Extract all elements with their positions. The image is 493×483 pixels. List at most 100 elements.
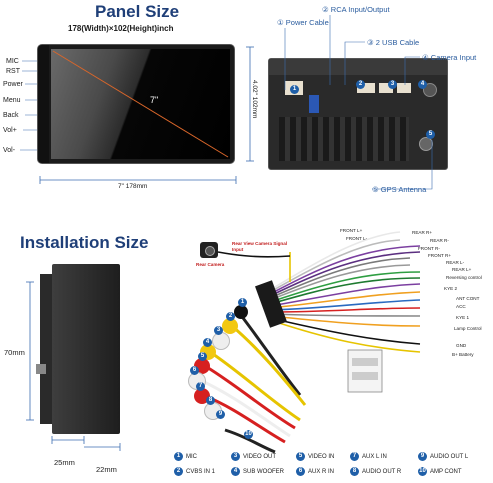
side-view-mount <box>36 364 46 374</box>
rca-plug-yellow-1 <box>222 318 238 334</box>
installation-size-title: Installation Size <box>20 233 149 252</box>
rear-vents <box>279 117 409 161</box>
wire-label-rear-r-plus: REAR R+ <box>412 230 433 235</box>
side-button-back: Back <box>3 112 19 119</box>
rear-camera-image <box>200 242 218 258</box>
legend-text: AMP CONT <box>430 468 462 475</box>
legend-text: AUX R IN <box>308 468 335 475</box>
wire-label-battery: B+ Battery <box>452 352 474 357</box>
panel-size-title: Panel Size <box>95 2 180 21</box>
wire-label-reversing: Reversing control <box>446 275 482 280</box>
legend-text: AUDIO OUT L <box>430 453 469 460</box>
rear-connector-usb2 <box>397 83 411 93</box>
side-view-body <box>52 264 120 434</box>
legend-text: VIDEO OUT <box>243 453 277 460</box>
harness-badge-3: 3 <box>214 326 223 335</box>
wire-label-lamp: Lamp Control <box>454 326 482 331</box>
side-button-rst: RST <box>6 68 20 75</box>
legend-num: 3 <box>231 452 240 461</box>
harness-badge-1: 1 <box>238 298 247 307</box>
legend-text: CVBS IN 1 <box>186 468 216 475</box>
side-view-front <box>40 274 52 424</box>
harness-badge-10: 10 <box>244 430 253 439</box>
rear-badge-5: 5 <box>426 130 435 139</box>
wire-label-front-r-plus: FRONT R+ <box>428 253 452 258</box>
front-panel: 7" <box>38 45 234 163</box>
wire-label-kye2: KYE 2 <box>444 286 458 291</box>
side-button-power: Power <box>3 81 23 88</box>
panel-button-strip <box>38 45 49 163</box>
screen-size-label: 7" <box>150 95 159 105</box>
wire-label-rear-l-plus: REAR L+ <box>452 267 472 272</box>
rear-badge-2: 2 <box>356 80 365 89</box>
rear-connector-usb <box>379 83 393 93</box>
harness-badge-9: 9 <box>216 410 225 419</box>
side-button-mic: MIC <box>6 58 19 65</box>
harness-badge-5: 5 <box>198 352 207 361</box>
wire-label-rear-l-minus: REAR L- <box>446 260 465 265</box>
legend-num: 2 <box>174 467 183 476</box>
legend-text: MIC <box>186 453 197 460</box>
legend-num: 6 <box>296 467 305 476</box>
wire-label-ant-cont: ANT CONT <box>456 296 480 301</box>
rear-top-bar <box>269 59 447 75</box>
rear-label-usb: ③ 2 USB Cable <box>367 38 420 47</box>
legend-num: 7 <box>350 452 359 461</box>
camera-signal-label: Rear View Camera Signal Input <box>232 241 288 252</box>
installation-height-label: 70mm <box>4 348 25 357</box>
camera-lens <box>205 246 215 256</box>
installation-depth2-label: 22mm <box>96 465 117 474</box>
rear-connector-rca <box>357 83 375 93</box>
screen-diagonal <box>52 50 229 158</box>
wire-label-rear-r-minus: REAR R- <box>430 238 449 243</box>
wire-label-front-r-minus: FRONT R- <box>418 246 440 251</box>
rear-label-rca: ② RCA Input/Output <box>322 5 390 14</box>
legend-num: 4 <box>231 467 240 476</box>
rca-plug-mic <box>234 305 248 319</box>
rear-label-power-cable: ① Power Cable <box>277 18 329 27</box>
side-button-voldown: Vol- <box>3 147 16 154</box>
legend-num: 10 <box>418 467 427 476</box>
rear-badge-3: 3 <box>388 80 397 89</box>
harness-badge-6: 6 <box>190 366 199 375</box>
legend-text: VIDEO IN <box>308 453 335 460</box>
rear-connector-blue <box>309 95 319 113</box>
wire-label-acc: ACC <box>456 304 466 309</box>
harness-badge-7: 7 <box>196 382 205 391</box>
legend-text: SUB WOOFER <box>243 468 285 475</box>
harness-badge-4: 4 <box>203 338 212 347</box>
legend-num: 1 <box>174 452 183 461</box>
side-button-menu: Menu <box>3 97 21 104</box>
installation-depth1-label: 25mm <box>54 458 75 467</box>
legend-num: 5 <box>296 452 305 461</box>
wire-label-gnd: GND <box>456 343 467 348</box>
rear-label-gps: ⑤ GPS Antenna <box>372 185 427 194</box>
camera-name-label: Rear Camera <box>196 262 225 267</box>
wire-label-front-l-minus: FRONT L- <box>346 236 368 241</box>
legend-text: AUX L IN <box>362 453 387 460</box>
rear-badge-4: 4 <box>418 80 427 89</box>
rear-label-camera: ④ Camera Input <box>422 53 477 62</box>
harness-badge-8: 8 <box>206 396 215 405</box>
rear-badge-1: 1 <box>290 85 299 94</box>
legend-text: AUDIO OUT R <box>362 468 402 475</box>
panel-dimensions: 178(Width)×102(Height)inch <box>68 24 174 33</box>
installation-side-view <box>36 264 120 434</box>
rear-unit <box>268 58 448 170</box>
harness-badge-2: 2 <box>226 312 235 321</box>
wire-label-kye1: KYE 1 <box>456 315 470 320</box>
